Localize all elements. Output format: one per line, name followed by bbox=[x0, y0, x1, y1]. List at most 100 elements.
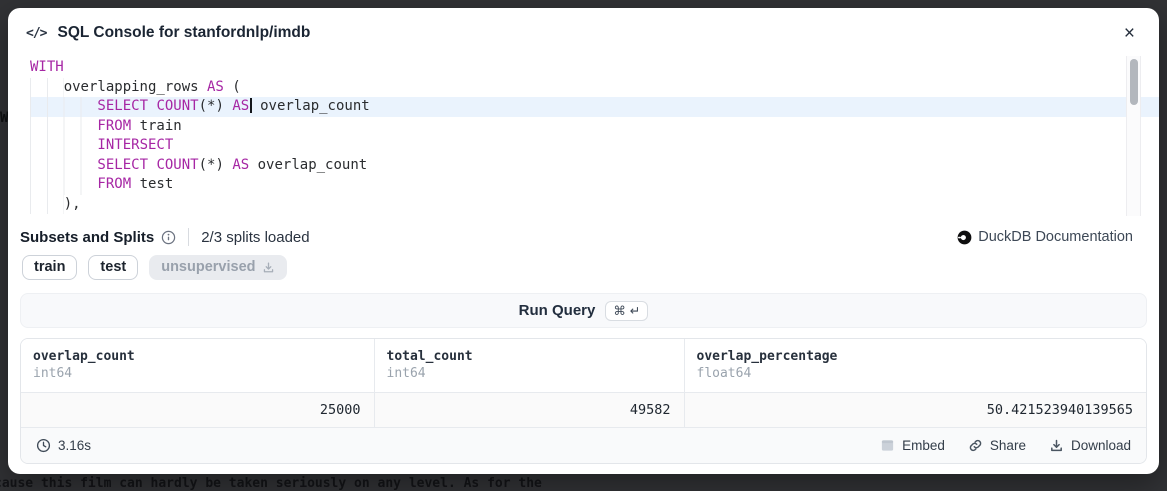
split-chip-test[interactable]: test bbox=[88, 255, 139, 280]
splits-chip-row: train test unsupervised bbox=[8, 246, 1159, 280]
code-line: INTERSECT bbox=[30, 136, 1159, 156]
query-duration-label: 3.16s bbox=[58, 438, 92, 453]
split-chip-label: test bbox=[100, 259, 127, 275]
code-token: train bbox=[139, 117, 182, 134]
table-cell: 49582 bbox=[374, 392, 685, 427]
code-token bbox=[252, 98, 260, 114]
run-query-label: Run Query bbox=[518, 302, 596, 319]
action-label: Download bbox=[1070, 438, 1131, 453]
background-dimmed-text: cause this film can hardly be taken seri… bbox=[0, 476, 542, 491]
splits-loaded-status: 2/3 splits loaded bbox=[201, 228, 310, 246]
embed-icon bbox=[880, 438, 895, 453]
shortcut-kbd: ⌘ ↵ bbox=[605, 300, 649, 321]
code-token bbox=[131, 176, 139, 192]
results-actions: Embed Share Download bbox=[880, 438, 1131, 453]
editor-scrollbar[interactable] bbox=[1126, 56, 1141, 216]
subsets-label: Subsets and Splits bbox=[20, 228, 155, 246]
code-line: ), bbox=[30, 194, 1159, 214]
indent-guides bbox=[30, 136, 98, 156]
column-header-total_count: total_count int64 bbox=[374, 339, 685, 393]
duckdb-logo-icon bbox=[957, 230, 972, 245]
code-token: INTERSECT bbox=[97, 137, 174, 153]
download-icon bbox=[262, 261, 275, 274]
query-duration: 3.16s bbox=[36, 438, 91, 453]
code-token: overlap_count bbox=[260, 98, 370, 114]
action-label: Share bbox=[989, 438, 1026, 453]
table-cell: 25000 bbox=[21, 392, 375, 427]
embed-button[interactable]: Embed bbox=[880, 438, 945, 453]
column-name: overlap_percentage bbox=[696, 349, 838, 364]
code-token: test bbox=[139, 176, 174, 192]
column-name: overlap_count bbox=[33, 349, 135, 364]
split-chip-label: unsupervised bbox=[161, 259, 256, 275]
code-token: SELECT bbox=[97, 98, 148, 114]
editor-scrollbar-thumb[interactable] bbox=[1129, 59, 1138, 105]
indent-guides bbox=[30, 155, 98, 175]
code-token: COUNT bbox=[156, 156, 199, 173]
code-token: FROM bbox=[97, 176, 132, 192]
indent-guides bbox=[30, 194, 64, 214]
column-type: float64 bbox=[696, 366, 752, 381]
code-token: SELECT bbox=[97, 156, 148, 173]
code-token: AS bbox=[207, 78, 224, 95]
code-icon: </> bbox=[26, 25, 48, 41]
code-token: ( bbox=[223, 78, 241, 95]
info-icon[interactable] bbox=[161, 230, 176, 245]
indent-guides bbox=[30, 175, 98, 195]
action-label: Embed bbox=[902, 438, 945, 453]
table-cell: 50.421523940139565 bbox=[684, 392, 1146, 427]
clock-icon bbox=[36, 438, 51, 453]
share-icon bbox=[968, 438, 983, 453]
split-chip-label: train bbox=[34, 259, 66, 275]
code-line: WITH bbox=[30, 58, 1159, 78]
download-button[interactable]: Download bbox=[1049, 438, 1131, 453]
duckdb-documentation-label: DuckDB Documentation bbox=[978, 229, 1133, 245]
code-line: FROM test bbox=[30, 175, 1159, 195]
code-line: SELECT COUNT(*) AS overlap_count bbox=[30, 97, 1159, 117]
download-icon bbox=[1049, 438, 1064, 453]
run-query-button[interactable]: Run Query ⌘ ↵ bbox=[20, 293, 1147, 328]
code-token: overlapping_rows bbox=[63, 78, 199, 95]
column-type: int64 bbox=[33, 366, 73, 381]
subsets-row: Subsets and Splits 2/3 splits loaded Duc… bbox=[8, 216, 1159, 246]
code-token: FROM bbox=[97, 117, 132, 134]
modal-header: </> SQL Console for stanfordnlp/imdb × bbox=[8, 8, 1159, 54]
duckdb-documentation-link[interactable]: DuckDB Documentation bbox=[957, 229, 1133, 245]
split-chip-train[interactable]: train bbox=[22, 255, 78, 280]
share-button[interactable]: Share bbox=[968, 438, 1026, 453]
code-token: overlap_count bbox=[257, 156, 368, 173]
close-button[interactable]: × bbox=[1120, 22, 1139, 45]
indent-guides bbox=[30, 116, 98, 136]
sql-console-modal: </> SQL Console for stanfordnlp/imdb × W… bbox=[8, 8, 1159, 474]
results-footer: 3.16s Embed Share Download bbox=[21, 427, 1146, 463]
column-header-overlap_percentage: overlap_percentage float64 bbox=[684, 339, 1146, 393]
code-token: AS bbox=[232, 156, 250, 173]
vertical-divider bbox=[188, 228, 190, 246]
code-token: WITH bbox=[30, 59, 64, 75]
code-token bbox=[199, 79, 207, 95]
code-token bbox=[131, 118, 139, 134]
code-token: AS bbox=[232, 98, 250, 114]
column-name: total_count bbox=[386, 349, 473, 364]
background-dimmed-fragment: W bbox=[0, 110, 9, 126]
indent-guides bbox=[30, 97, 98, 117]
column-header-overlap_count: overlap_count int64 bbox=[21, 339, 375, 393]
code-line: FROM train bbox=[30, 116, 1159, 136]
code-line: overlapping_rows AS ( bbox=[30, 77, 1159, 97]
text-cursor bbox=[250, 97, 252, 113]
indent-guides bbox=[30, 77, 64, 97]
split-chip-unsupervised[interactable]: unsupervised bbox=[149, 255, 287, 280]
column-type: int64 bbox=[386, 366, 426, 381]
code-token: COUNT bbox=[156, 98, 199, 114]
code-token: (*) bbox=[198, 98, 224, 114]
code-token bbox=[249, 157, 257, 173]
code-line: SELECT COUNT(*) AS overlap_count bbox=[30, 155, 1159, 175]
modal-title: SQL Console for stanfordnlp/imdb bbox=[57, 24, 311, 41]
